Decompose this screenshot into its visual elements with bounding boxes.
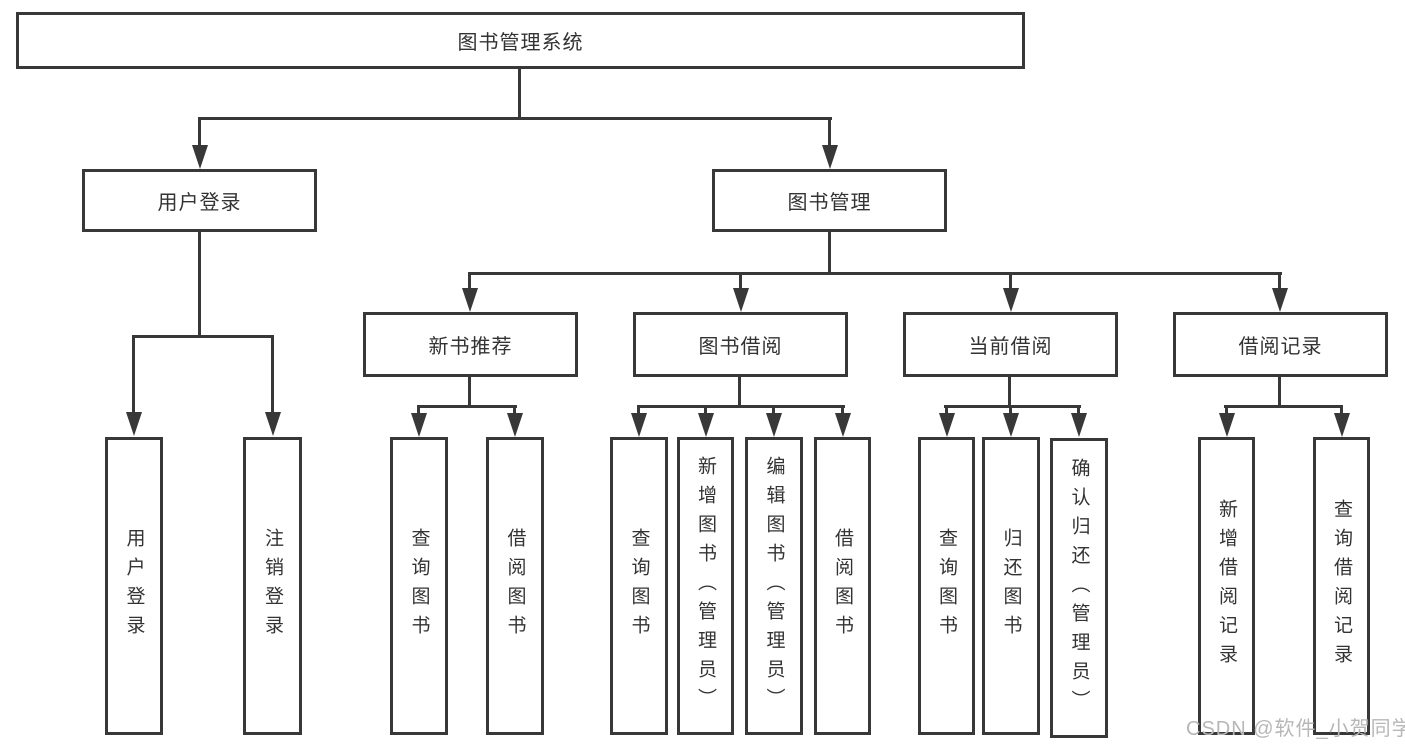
- leaf-query-book-3: 查询图书: [918, 437, 975, 735]
- arrowhead-icon: [1225, 405, 1228, 413]
- leaf-user-login: 用户登录: [105, 437, 163, 735]
- arrowhead-icon: [198, 117, 201, 145]
- arrowhead-icon: [772, 405, 775, 413]
- arrowhead-icon: [132, 335, 135, 412]
- arrowhead-icon: [1077, 405, 1080, 413]
- connector-line: [1008, 377, 1011, 407]
- leaf-add-borrow-record: 新增借阅记录: [1198, 437, 1255, 735]
- leaf-borrow-book-2: 借阅图书: [814, 437, 871, 735]
- arrowhead-icon: [513, 405, 516, 413]
- leaf-logout: 注销登录: [243, 437, 302, 735]
- arrowhead-icon: [841, 405, 844, 413]
- leaf-borrow-book-1: 借阅图书: [486, 437, 544, 735]
- node-new-book-rec: 新书推荐: [363, 312, 578, 377]
- connector-line: [198, 117, 832, 120]
- csdn-watermark: CSDN @软件_小贺同学: [1186, 718, 1405, 740]
- leaf-query-borrow-record: 查询借阅记录: [1313, 437, 1370, 735]
- arrowhead-icon: [739, 272, 742, 288]
- arrowhead-icon: [1009, 272, 1012, 288]
- connector-line: [417, 405, 517, 408]
- connector-line: [132, 335, 274, 338]
- connector-line: [637, 405, 845, 408]
- node-borrow-record: 借阅记录: [1173, 312, 1388, 377]
- node-book-mgmt: 图书管理: [712, 169, 947, 232]
- leaf-add-book-admin: 新增图书（管理员）: [677, 437, 734, 735]
- arrowhead-icon: [828, 117, 831, 145]
- leaf-confirm-return-admin: 确认归还（管理员）: [1050, 438, 1108, 738]
- connector-line: [828, 232, 831, 274]
- node-current-borrow: 当前借阅: [903, 312, 1118, 377]
- arrowhead-icon: [704, 405, 707, 413]
- arrowhead-icon: [468, 272, 471, 288]
- node-root: 图书管理系统: [16, 12, 1025, 69]
- connector-line: [738, 377, 741, 407]
- connector-line: [1278, 377, 1281, 407]
- arrowhead-icon: [637, 405, 640, 413]
- connector-line: [468, 377, 471, 407]
- node-user-login: 用户登录: [82, 169, 317, 232]
- arrowhead-icon: [1278, 272, 1281, 288]
- connector-line: [468, 272, 1282, 275]
- leaf-return-book: 归还图书: [982, 437, 1040, 735]
- leaf-query-book-1: 查询图书: [390, 437, 448, 735]
- arrowhead-icon: [1009, 405, 1012, 413]
- arrowhead-icon: [271, 335, 274, 412]
- connector-line: [944, 405, 1081, 408]
- arrowhead-icon: [945, 405, 948, 413]
- arrowhead-icon: [417, 405, 420, 413]
- leaf-edit-book-admin: 编辑图书（管理员）: [745, 437, 803, 735]
- node-book-borrow: 图书借阅: [633, 312, 848, 377]
- leaf-query-book-2: 查询图书: [610, 437, 668, 735]
- connector-line: [518, 69, 521, 119]
- connector-line: [198, 232, 201, 337]
- connector-line: [1224, 405, 1343, 408]
- arrowhead-icon: [1340, 405, 1343, 413]
